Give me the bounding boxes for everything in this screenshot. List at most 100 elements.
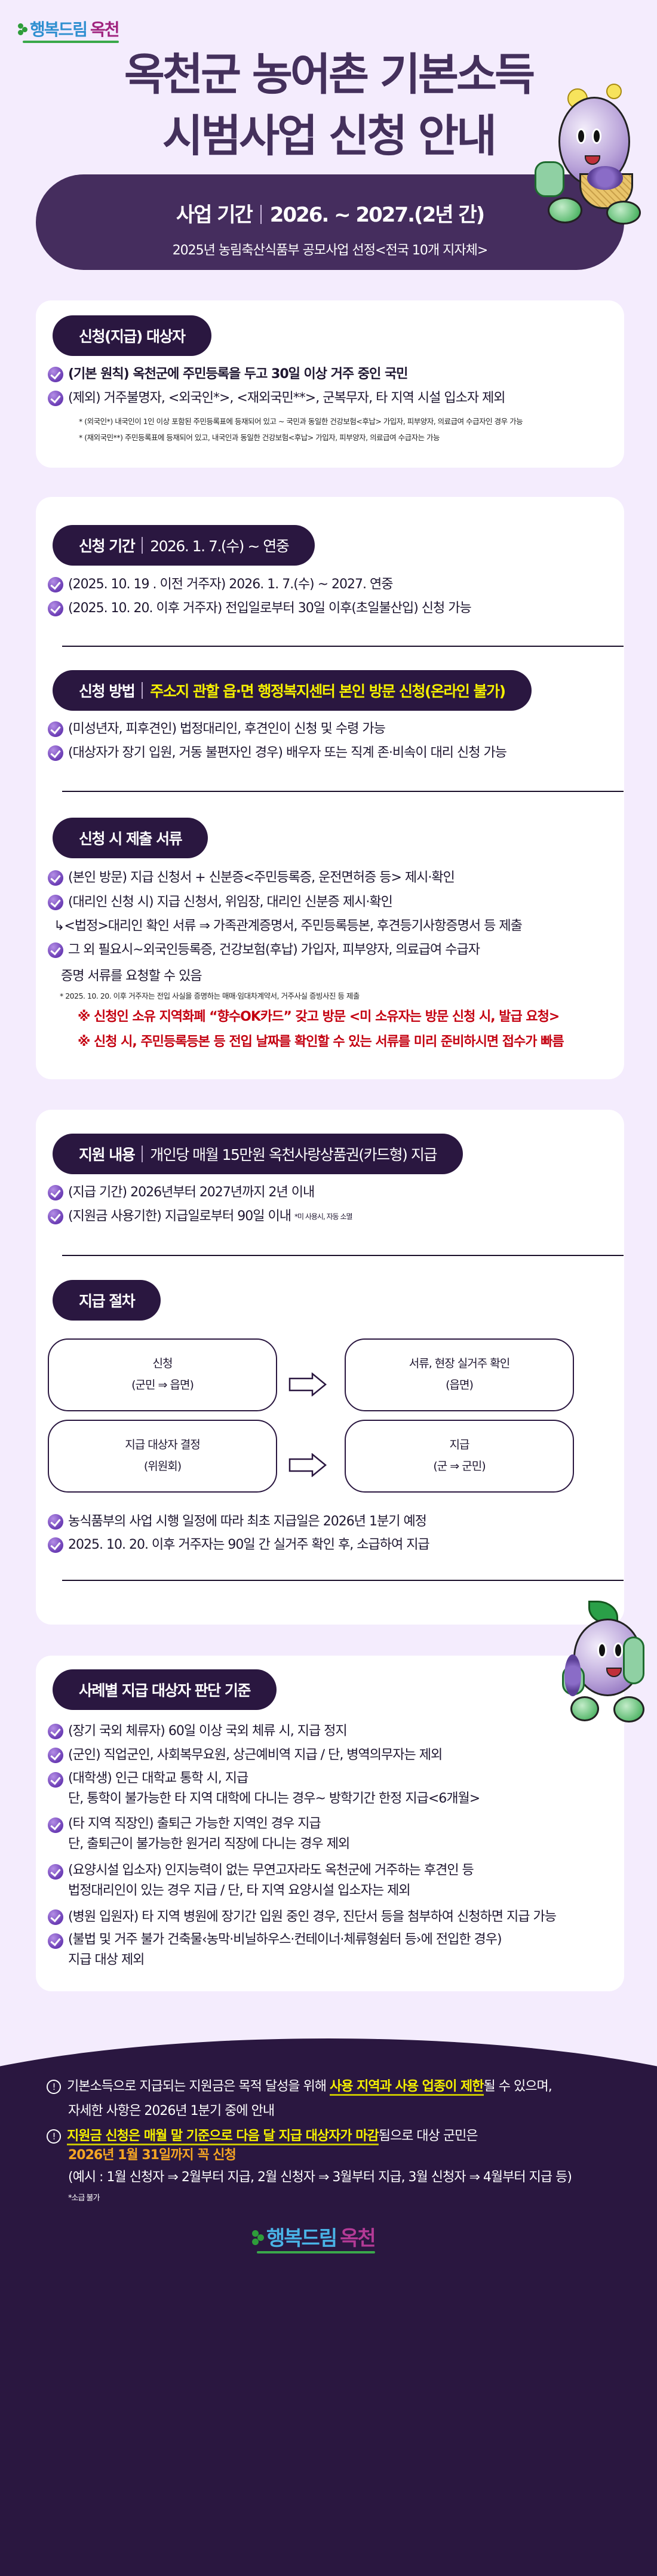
- check-icon: [48, 942, 63, 958]
- step-detail: (읍면): [446, 1378, 474, 1392]
- flow-step-decide: 지급 대상자 결정 (위원회): [48, 1420, 277, 1493]
- grape-mascot-icon: [535, 84, 654, 225]
- page-title-line2: 시범사업 신청 안내: [162, 110, 497, 162]
- section-title-documents: 신청 시 제출 서류: [53, 818, 208, 858]
- note-highlight: 지원금 신청은 매월 말 기준으로 다음 달 지급 대상자가 마감: [67, 2129, 379, 2145]
- logo-text-okcheon: 옥천: [90, 20, 120, 39]
- check-icon: [48, 1748, 63, 1763]
- list-item-text: 법정대리인이 있는 경우 지급 / 단, 타 지역 요양시설 입소자는 제외: [68, 1883, 411, 1898]
- check-icon: [48, 1772, 63, 1788]
- list-item: (미성년자, 피후견인) 법정대리인, 후견인이 신청 및 수령 가능: [48, 718, 386, 741]
- list-item: (지급 기간) 2026년부터 2027년까지 2년 이내: [48, 1181, 315, 1204]
- deadline-text: 2026년 1월 31일까지 꼭 신청: [68, 2148, 237, 2163]
- separator: [142, 537, 143, 554]
- footer-note-2: ! 지원금 신청은 매월 말 기준으로 다음 달 지급 대상자가 마감됨으로 대상…: [47, 2125, 478, 2148]
- list-item-continuation: 증명 서류를 요청할 수 있음: [61, 969, 202, 984]
- list-item-text: (대학생) 인근 대학교 통학 시, 지급: [68, 1771, 248, 1786]
- list-item-text: (기본 원칙) 옥천군에 주민등록을 두고 30일 이상 거주 중인 국민: [68, 367, 408, 382]
- list-item: (장기 국외 체류자) 60일 이상 국외 체류 시, 지급 정지: [48, 1720, 348, 1743]
- method-value: 주소지 관할 읍·면 행정복지센터 본인 방문 신청(온라인 불가): [150, 683, 506, 700]
- flow-step-verify: 서류, 현장 실거주 확인 (읍면): [345, 1338, 574, 1411]
- list-item-text: (본인 방문) 지급 신청서 + 신분증<주민등록증, 운전면허증 등> 제시·…: [68, 870, 455, 885]
- exclamation-icon: !: [47, 2129, 61, 2144]
- list-item: (병원 입원자) 타 지역 병원에 장기간 입원 중인 경우, 진단서 등을 첨…: [48, 1906, 557, 1929]
- eligibility-card: 신청(지급) 대상자 (기본 원칙) 옥천군에 주민등록을 두고 30일 이상 …: [36, 300, 624, 468]
- check-icon: [48, 1817, 63, 1833]
- list-item-text: (대상자가 장기 입원, 거동 불편자인 경우) 배우자 또는 직계 존·비속이…: [68, 745, 507, 760]
- list-item: (본인 방문) 지급 신청서 + 신분증<주민등록증, 운전면허증 등> 제시·…: [48, 867, 455, 889]
- period-label: 사업 기간: [176, 203, 253, 227]
- top-logo: 행복드림 옥천: [18, 17, 120, 43]
- list-item: (군인) 직업군인, 사회복무요원, 상근예비역 지급 / 단, 병역의무자는 …: [48, 1744, 443, 1767]
- check-icon: [48, 1537, 63, 1553]
- check-icon: [48, 1185, 63, 1201]
- list-item-text: (대리인 신청 시) 지급 신청서, 위임장, 대리인 신분증 제시·확인: [68, 895, 393, 910]
- section-title-period: 신청 기간 2026. 1. 7.(수) ~ 연중: [53, 525, 315, 566]
- note-highlight: 사용 지역과 사용 업종이 제한: [330, 2079, 484, 2096]
- exclamation-icon: !: [47, 2080, 61, 2094]
- logo-text-haengbokdream: 행복드림: [266, 2227, 337, 2250]
- list-item-text: (병원 입원자) 타 지역 병원에 장기간 입원 중인 경우, 진단서 등을 첨…: [68, 1909, 557, 1924]
- documents-title: 신청 시 제출 서류: [79, 830, 183, 848]
- footer-note-1: !기본소득으로 지급되는 지원금은 목적 달성을 위해 사용 지역과 사용 업종…: [47, 2075, 552, 2098]
- application-card: 신청 기간 2026. 1. 7.(수) ~ 연중 (2025. 10. 19 …: [36, 497, 624, 1079]
- check-icon: [48, 1909, 63, 1925]
- list-item: (불법 및 거주 불가 건축물‹농막·비닐하우스·컨테이너·체류형쉼터 등›에 …: [48, 1930, 502, 1970]
- method-label: 신청 방법: [79, 683, 136, 700]
- footer-note-1-line2: 자세한 사항은 2026년 1분기 중에 안내: [68, 2104, 275, 2118]
- warning-text: ※ 신청 시, 주민등록등본 등 전입 날짜를 확인할 수 있는 서류를 미리 …: [78, 1034, 564, 1049]
- clover-icon: [252, 2228, 265, 2245]
- procedure-title: 지급 절차: [79, 1292, 136, 1310]
- list-item-text: (요양시설 입소자) 인지능력이 없는 무연고자라도 옥천군에 거주하는 후견인…: [68, 1863, 474, 1878]
- list-item-text: 지급 대상 제외: [68, 1952, 145, 1967]
- step-title: 지급: [449, 1438, 470, 1451]
- check-icon: [48, 601, 63, 616]
- step-title: 지급 대상자 결정: [125, 1438, 200, 1451]
- note-text: 될 수 있으며,: [483, 2079, 552, 2094]
- logo-text-okcheon: 옥천: [340, 2227, 376, 2250]
- list-item-text: (타 지역 직장인) 출퇴근 가능한 지역인 경우 지급: [68, 1816, 321, 1831]
- note-text: 됨으로 대상 군민은: [378, 2129, 478, 2144]
- divider: [62, 1580, 624, 1581]
- list-item-text: (장기 국외 체류자) 60일 이상 국외 체류 시, 지급 정지: [68, 1724, 348, 1739]
- support-label: 지원 내용: [79, 1146, 136, 1163]
- auto-expire-note: *미 사용시, 자동 소멸: [294, 1212, 353, 1221]
- list-item-text: (2025. 10. 20. 이후 거주자) 전입일로부터 30일 이후(초일불…: [68, 601, 472, 616]
- separator: [142, 682, 143, 699]
- warning-text: ※ 신청인 소유 지역화폐 “향수OK카드” 갖고 방문 <미 소유자는 방문 …: [78, 1009, 560, 1024]
- page-title-line1: 옥천군 농어촌 기본소득: [124, 49, 535, 100]
- check-icon: [48, 367, 63, 382]
- list-item: 농식품부의 사업 시행 일정에 따라 최초 지급일은 2026년 1분기 예정: [48, 1510, 427, 1533]
- support-card: 지원 내용 개인당 매월 15만원 옥천사랑상품권(카드형) 지급 (지급 기간…: [36, 1110, 624, 1625]
- cases-title: 사례별 지급 대상자 판단 기준: [79, 1682, 251, 1699]
- step-detail: (군민 ⇒ 읍면): [131, 1378, 194, 1392]
- list-item-text: (군인) 직업군인, 사회복무요원, 상근예비역 지급 / 단, 병역의무자는 …: [68, 1748, 443, 1763]
- list-item-text: (2025. 10. 19 . 이전 거주자) 2026. 1. 7.(수) ~…: [68, 577, 394, 592]
- grape-mascot-thumbsup-icon: [558, 1601, 654, 1726]
- list-item: (기본 원칙) 옥천군에 주민등록을 두고 30일 이상 거주 중인 국민: [48, 363, 408, 386]
- clover-icon: [18, 22, 29, 35]
- arrow-right-icon: [288, 1373, 327, 1396]
- list-item-text: (제외) 거주불명자, <외국인*>, <재외국민**>, 군복무자, 타 지역…: [68, 391, 506, 406]
- logo-swoosh: [257, 2251, 375, 2253]
- list-item: (2025. 10. 19 . 이전 거주자) 2026. 1. 7.(수) ~…: [48, 573, 394, 596]
- list-item: (대리인 신청 시) 지급 신청서, 위임장, 대리인 신분증 제시·확인: [48, 891, 393, 914]
- list-item: (요양시설 입소자) 인지능력이 없는 무연고자라도 옥천군에 거주하는 후견인…: [48, 1860, 474, 1901]
- section-title-support: 지원 내용 개인당 매월 15만원 옥천사랑상품권(카드형) 지급: [53, 1134, 463, 1174]
- footnote: * 2025. 10. 20. 이후 거주자는 전입 사실을 증명하는 매매·임…: [60, 991, 360, 1000]
- separator: [142, 1146, 143, 1162]
- example-text: (예시 : 1월 신청자 ⇒ 2월부터 지급, 2월 신청자 ⇒ 3월부터 지급…: [68, 2170, 572, 2185]
- step-detail: (위원회): [143, 1460, 182, 1473]
- step-title: 서류, 현장 실거주 확인: [409, 1357, 510, 1370]
- check-icon: [48, 391, 63, 406]
- footnote: * (외국인*) 내국인이 1인 이상 포함된 주민등록표에 등재되어 있고 ~…: [79, 417, 523, 426]
- section-title-method: 신청 방법 주소지 관할 읍·면 행정복지센터 본인 방문 신청(온라인 불가): [53, 670, 532, 711]
- period-value: 2026. 1. 7.(수) ~ 연중: [150, 538, 290, 555]
- arrow-right-icon: [288, 1453, 327, 1477]
- separator: [260, 205, 262, 224]
- list-item-text: (지원금 사용기한) 지급일로부터 90일 이내: [68, 1209, 291, 1224]
- check-icon: [48, 1864, 63, 1880]
